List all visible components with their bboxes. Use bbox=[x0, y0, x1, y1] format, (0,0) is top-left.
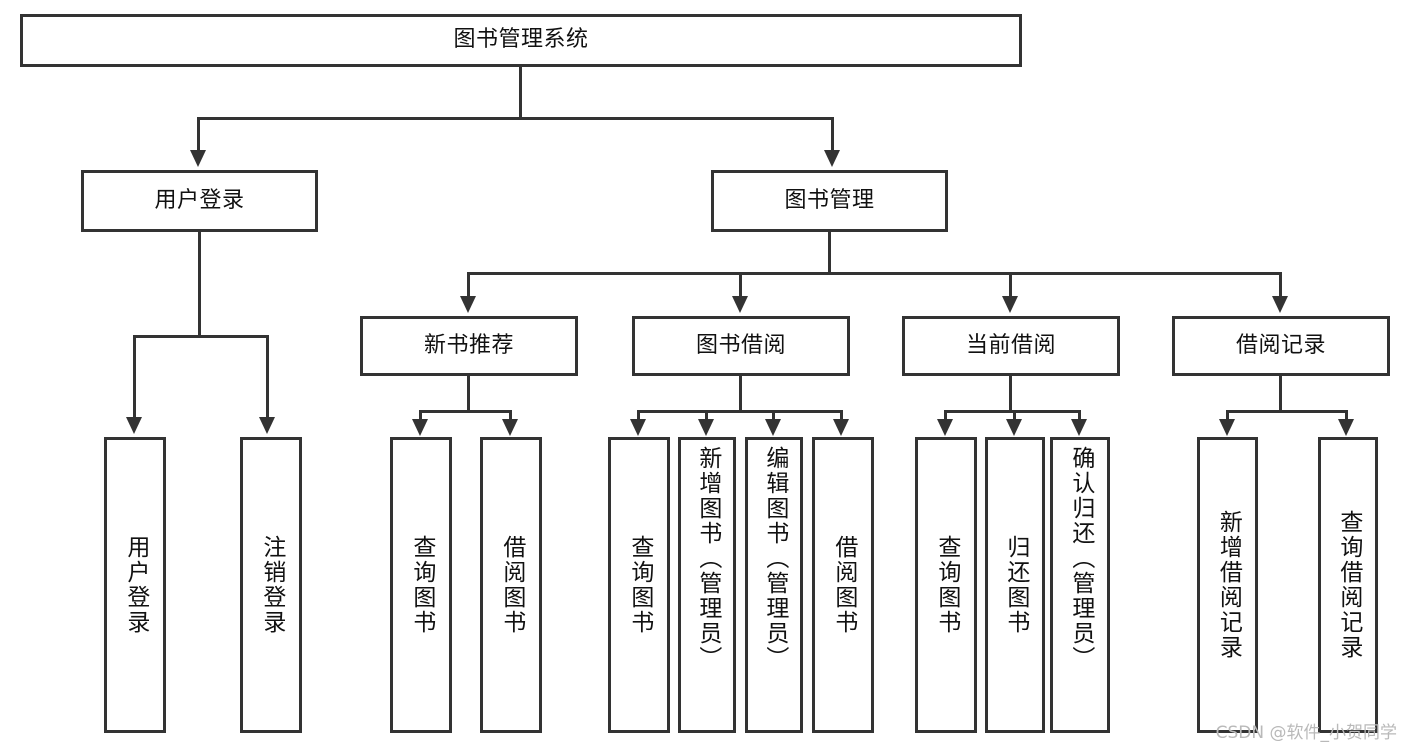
node-book-management-label: 图书管理 bbox=[784, 187, 875, 213]
leaf-query-borrow-record[interactable]: 查询借阅记录 bbox=[1318, 437, 1378, 733]
node-current-borrow[interactable]: 当前借阅 bbox=[902, 316, 1120, 376]
edge-root-stem bbox=[519, 67, 522, 117]
edge-to-leaf-add-book bbox=[705, 410, 708, 422]
edge-user-login-stem bbox=[198, 232, 201, 335]
arrow-root-to-book-mgmt bbox=[824, 150, 840, 167]
edge-new-book-rec-bus bbox=[419, 410, 511, 413]
arrow-to-leaf-borrow-book-2 bbox=[833, 419, 849, 436]
leaf-return-book-label: 归还图书 bbox=[1002, 535, 1029, 635]
arrow-to-leaf-user-login bbox=[126, 417, 142, 434]
edge-root-bus bbox=[197, 117, 834, 120]
edge-to-leaf-borrow-book-1 bbox=[509, 410, 512, 422]
arrow-to-leaf-borrow-book-1 bbox=[502, 419, 518, 436]
edge-to-book-borrow bbox=[739, 272, 742, 299]
edge-root-to-book-mgmt bbox=[831, 117, 834, 153]
node-book-borrow[interactable]: 图书借阅 bbox=[632, 316, 850, 376]
edge-to-leaf-add-borrow-record bbox=[1226, 410, 1229, 422]
node-root-label: 图书管理系统 bbox=[453, 27, 589, 53]
leaf-edit-book[interactable]: 编辑图书（管理员） bbox=[745, 437, 803, 733]
arrow-to-leaf-return-book bbox=[1006, 419, 1022, 436]
leaf-query-book-1-label: 查询图书 bbox=[408, 535, 435, 635]
leaf-add-borrow-record-label: 新增借阅记录 bbox=[1215, 510, 1242, 660]
leaf-query-book-2[interactable]: 查询图书 bbox=[608, 437, 670, 733]
leaf-logout[interactable]: 注销登录 bbox=[240, 437, 302, 733]
edge-to-leaf-user-login bbox=[133, 335, 136, 420]
leaf-add-book[interactable]: 新增图书（管理员） bbox=[678, 437, 736, 733]
leaf-query-book-3[interactable]: 查询图书 bbox=[915, 437, 977, 733]
edge-current-borrow-bus bbox=[944, 410, 1081, 413]
leaf-user-login-label: 用户登录 bbox=[122, 535, 149, 635]
edge-user-login-bus bbox=[133, 335, 269, 338]
arrow-to-leaf-query-book-2 bbox=[630, 419, 646, 436]
leaf-confirm-return[interactable]: 确认归还（管理员） bbox=[1050, 437, 1110, 733]
edge-to-leaf-confirm-return bbox=[1078, 410, 1081, 422]
arrow-root-to-user-login bbox=[190, 150, 206, 167]
edge-current-borrow-stem bbox=[1009, 376, 1012, 410]
edge-to-leaf-return-book bbox=[1013, 410, 1016, 422]
edge-level3-bus bbox=[467, 272, 1279, 275]
leaf-query-book-3-label: 查询图书 bbox=[933, 535, 960, 635]
edge-to-leaf-query-borrow-record bbox=[1345, 410, 1348, 422]
node-book-borrow-label: 图书借阅 bbox=[695, 332, 786, 358]
edge-to-leaf-logout bbox=[266, 335, 269, 420]
arrow-to-current-borrow bbox=[1002, 296, 1018, 313]
leaf-confirm-return-label: 确认归还（管理员） bbox=[1067, 446, 1094, 671]
edge-book-borrow-bus bbox=[637, 410, 843, 413]
leaf-add-borrow-record[interactable]: 新增借阅记录 bbox=[1197, 437, 1258, 733]
arrow-to-leaf-confirm-return bbox=[1071, 419, 1087, 436]
node-new-book-recommend[interactable]: 新书推荐 bbox=[360, 316, 578, 376]
leaf-user-login[interactable]: 用户登录 bbox=[104, 437, 166, 733]
edge-to-new-book-rec bbox=[467, 272, 470, 299]
edge-to-leaf-query-book-1 bbox=[419, 410, 422, 422]
edge-to-current-borrow bbox=[1009, 272, 1012, 299]
node-user-login-label: 用户登录 bbox=[154, 187, 245, 213]
arrow-to-leaf-add-borrow-record bbox=[1219, 419, 1235, 436]
arrow-to-borrow-record bbox=[1272, 296, 1288, 313]
edge-root-to-user-login bbox=[197, 117, 200, 153]
edge-to-leaf-edit-book bbox=[772, 410, 775, 422]
node-user-login[interactable]: 用户登录 bbox=[81, 170, 318, 232]
edge-to-leaf-query-book-2 bbox=[637, 410, 640, 422]
leaf-return-book[interactable]: 归还图书 bbox=[985, 437, 1045, 733]
leaf-add-book-label: 新增图书（管理员） bbox=[694, 446, 721, 671]
edge-to-leaf-query-book-3 bbox=[944, 410, 947, 422]
leaf-query-borrow-record-label: 查询借阅记录 bbox=[1335, 510, 1362, 660]
edge-borrow-record-bus bbox=[1226, 410, 1348, 413]
leaf-query-book-2-label: 查询图书 bbox=[626, 535, 653, 635]
edge-book-borrow-stem bbox=[739, 376, 742, 410]
arrow-to-leaf-edit-book bbox=[765, 419, 781, 436]
node-new-book-recommend-label: 新书推荐 bbox=[423, 332, 514, 358]
leaf-query-book-1[interactable]: 查询图书 bbox=[390, 437, 452, 733]
arrow-to-leaf-query-borrow-record bbox=[1338, 419, 1354, 436]
leaf-logout-label: 注销登录 bbox=[258, 535, 285, 635]
arrow-to-book-borrow bbox=[732, 296, 748, 313]
node-book-management[interactable]: 图书管理 bbox=[711, 170, 948, 232]
arrow-to-new-book-rec bbox=[460, 296, 476, 313]
node-root[interactable]: 图书管理系统 bbox=[20, 14, 1022, 67]
leaf-borrow-book-2[interactable]: 借阅图书 bbox=[812, 437, 874, 733]
leaf-borrow-book-1[interactable]: 借阅图书 bbox=[480, 437, 542, 733]
arrow-to-leaf-logout bbox=[259, 417, 275, 434]
edge-book-management-stem bbox=[828, 232, 831, 272]
edge-new-book-rec-stem bbox=[467, 376, 470, 410]
edge-borrow-record-stem bbox=[1279, 376, 1282, 410]
arrow-to-leaf-query-book-3 bbox=[937, 419, 953, 436]
leaf-borrow-book-2-label: 借阅图书 bbox=[830, 535, 857, 635]
node-borrow-record-label: 借阅记录 bbox=[1235, 332, 1326, 358]
arrow-to-leaf-add-book bbox=[698, 419, 714, 436]
leaf-borrow-book-1-label: 借阅图书 bbox=[498, 535, 525, 635]
node-current-borrow-label: 当前借阅 bbox=[965, 332, 1056, 358]
edge-to-leaf-borrow-book-2 bbox=[840, 410, 843, 422]
watermark: CSDN @软件_小贺同学 bbox=[1215, 723, 1397, 743]
edge-to-borrow-record bbox=[1279, 272, 1282, 299]
node-borrow-record[interactable]: 借阅记录 bbox=[1172, 316, 1390, 376]
leaf-edit-book-label: 编辑图书（管理员） bbox=[761, 446, 788, 671]
arrow-to-leaf-query-book-1 bbox=[412, 419, 428, 436]
